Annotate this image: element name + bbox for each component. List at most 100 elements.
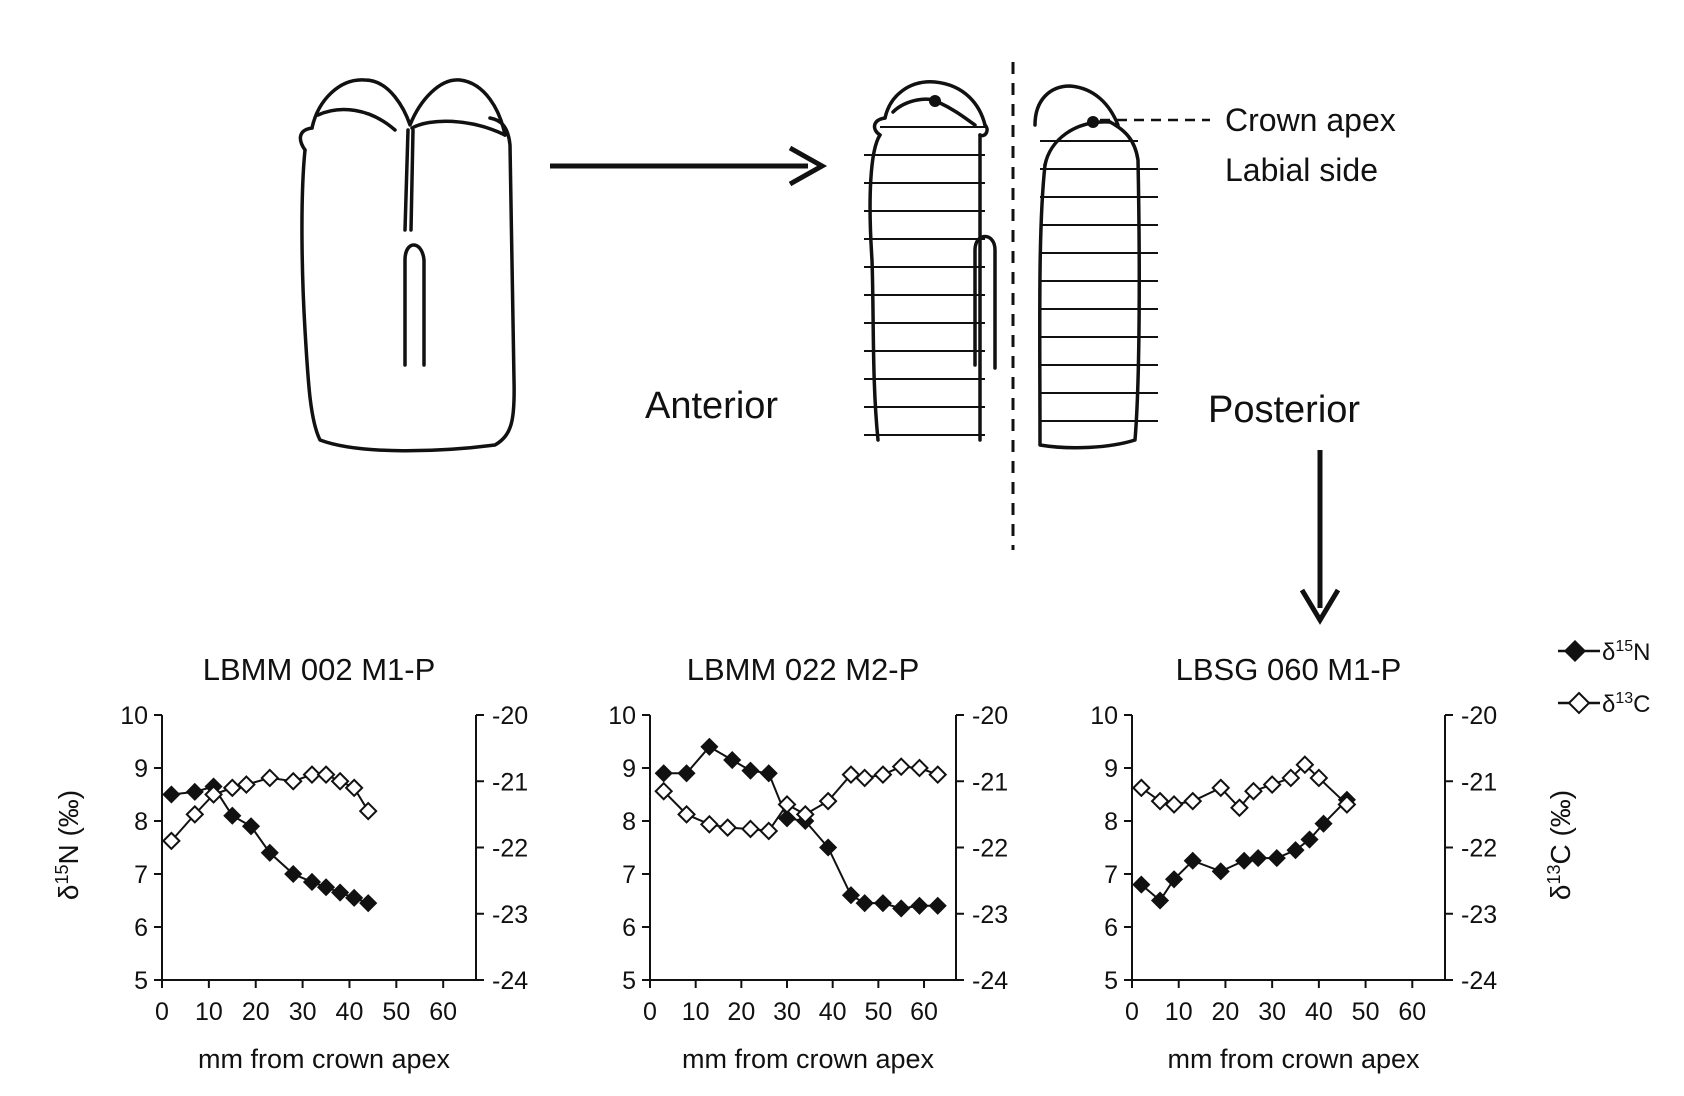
y2-tick-label: -21: [972, 768, 1008, 796]
posterior-section-lines: [1040, 140, 1158, 422]
data-point-c13: [1309, 768, 1329, 788]
y2-tick-label: -20: [972, 702, 1008, 730]
data-point-n15: [873, 894, 892, 913]
data-point-n15: [819, 838, 838, 857]
y2-tick-label: -22: [492, 835, 528, 863]
x-tick-label: 60: [1398, 998, 1426, 1026]
data-point-c13: [1150, 791, 1170, 811]
y-tick-label: 10: [120, 702, 148, 730]
y2-tick-label: -24: [1461, 967, 1497, 995]
y-tick-label: 9: [1104, 755, 1118, 783]
data-point-c13: [1295, 755, 1315, 775]
y2-tick-label: -22: [972, 835, 1008, 863]
x-tick-label: 50: [382, 998, 410, 1026]
labial-side-label: Labial side: [1225, 152, 1378, 188]
legend-item-c13: δ13C: [1558, 690, 1651, 718]
data-point-n15: [316, 878, 336, 897]
y2-tick-label: -21: [492, 768, 528, 796]
data-point-c13: [204, 785, 223, 804]
data-point-n15: [723, 750, 742, 770]
data-point-c13: [358, 801, 378, 821]
data-point-c13: [283, 771, 303, 791]
data-point-n15: [892, 899, 911, 918]
whole-tooth-drawing: [298, 78, 516, 453]
x-tick-label: 30: [1258, 998, 1286, 1026]
data-point-n15: [1314, 814, 1333, 833]
y2-tick-label: -21: [1461, 768, 1497, 796]
x-axis-title: mm from crown apex: [682, 1044, 935, 1074]
data-point-c13: [1230, 798, 1249, 818]
data-point-c13: [741, 819, 760, 839]
data-point-c13: [910, 758, 929, 778]
y-tick-label: 5: [622, 967, 636, 995]
x-tick-label: 30: [289, 998, 317, 1026]
chart-title: LBMM 002 M1-P: [203, 652, 436, 687]
data-point-n15: [654, 764, 673, 783]
data-point-c13: [161, 831, 181, 851]
y2-tick-label: -22: [1461, 835, 1497, 863]
y2-tick-label: -23: [1461, 901, 1497, 929]
data-point-n15: [741, 761, 760, 780]
data-point-c13: [236, 775, 256, 794]
data-point-c13: [1211, 778, 1231, 798]
data-point-n15: [162, 785, 181, 804]
x-tick-label: 10: [1165, 998, 1193, 1026]
x-tick-label: 20: [242, 998, 270, 1026]
data-point-n15: [1267, 849, 1286, 868]
x-tick-label: 0: [1125, 998, 1139, 1026]
y-tick-label: 8: [622, 808, 636, 836]
y-tick-label: 10: [608, 702, 636, 730]
x-tick-label: 0: [155, 998, 169, 1026]
data-point-c13: [759, 821, 779, 841]
data-point-c13: [841, 765, 861, 785]
data-point-n15: [1183, 851, 1202, 870]
data-point-c13: [928, 765, 948, 785]
data-point-n15: [223, 806, 242, 825]
y2-tick-label: -20: [492, 702, 528, 730]
y-tick-label: 5: [1104, 967, 1118, 995]
x-tick-label: 20: [1212, 998, 1240, 1026]
legend-label-c13: δ13C: [1602, 690, 1651, 718]
x-tick-label: 50: [864, 998, 892, 1026]
data-point-c13: [1337, 795, 1357, 814]
x-axis-title: mm from crown apex: [1167, 1044, 1420, 1074]
data-point-c13: [222, 778, 242, 798]
legend-label-n15: δ15N: [1602, 638, 1651, 666]
data-point-n15: [855, 894, 874, 913]
data-point-n15: [910, 896, 929, 915]
y-tick-label: 10: [1090, 702, 1118, 730]
y2-tick-label: -24: [492, 967, 528, 995]
data-point-n15: [1150, 891, 1170, 910]
x-tick-label: 20: [727, 998, 755, 1026]
x-axis-title: mm from crown apex: [198, 1044, 451, 1074]
data-point-n15: [331, 883, 350, 902]
data-point-c13: [260, 768, 280, 788]
data-point-c13: [1164, 795, 1184, 814]
data-point-c13: [873, 765, 893, 785]
x-tick-label: 10: [195, 998, 223, 1026]
anterior-label: Anterior: [645, 385, 778, 427]
data-point-n15: [284, 864, 303, 884]
data-point-n15: [185, 782, 204, 801]
y-tick-label: 7: [134, 861, 148, 889]
y-tick-label: 7: [1104, 861, 1118, 889]
data-point-c13: [330, 771, 350, 791]
x-tick-label: 10: [682, 998, 710, 1026]
y-tick-label: 8: [1104, 808, 1118, 836]
data-point-c13: [891, 757, 911, 777]
data-point-c13: [316, 765, 336, 785]
y-axis-title-right: δ13C (‰): [1544, 790, 1576, 900]
data-point-n15: [928, 896, 947, 915]
x-tick-label: 40: [1305, 998, 1333, 1026]
data-point-c13: [654, 781, 674, 801]
anterior-section-lines: [864, 126, 985, 436]
y-tick-label: 5: [134, 967, 148, 995]
posterior-label: Posterior: [1208, 389, 1360, 431]
x-tick-label: 50: [1352, 998, 1380, 1026]
data-point-c13: [855, 768, 875, 788]
y-tick-label: 9: [134, 755, 148, 783]
data-point-n15: [260, 843, 279, 862]
